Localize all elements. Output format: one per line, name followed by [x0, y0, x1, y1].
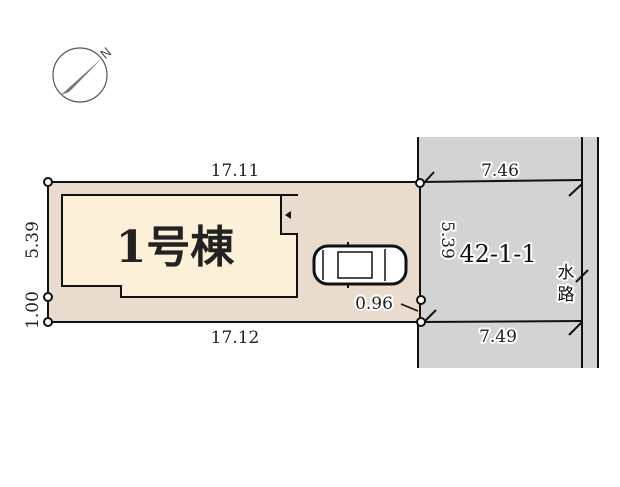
- corner-marker: [43, 292, 53, 302]
- building-label: 1号棟: [116, 222, 236, 273]
- lot: [43, 177, 426, 327]
- parcel-label: 42-1-1: [459, 240, 536, 268]
- corner-marker: [416, 295, 426, 305]
- corner-marker: [43, 317, 53, 327]
- lot-left-depth: 5.39: [23, 221, 43, 259]
- waterway-label-2: 路: [558, 285, 575, 305]
- entrance-marker-icon: [285, 211, 291, 219]
- lot-top-length: 17.11: [211, 161, 260, 181]
- road-bottom-width: 7.49: [479, 327, 517, 347]
- road-top-width: 7.46: [481, 161, 519, 181]
- lot-bottom-length: 17.12: [211, 328, 260, 348]
- road-area: [417, 137, 599, 368]
- north-compass-icon: [52, 47, 108, 103]
- lot-right-offset: 0.96: [355, 294, 393, 314]
- corner-marker: [416, 317, 426, 327]
- corner-marker: [415, 178, 425, 188]
- compass-north-label: N: [98, 45, 115, 63]
- corner-marker: [43, 177, 53, 187]
- lot-left-offset: 1.00: [23, 291, 43, 329]
- car-icon: [312, 242, 408, 288]
- lot-right-depth: 5.39: [437, 221, 457, 259]
- waterway-label-1: 水: [558, 263, 575, 283]
